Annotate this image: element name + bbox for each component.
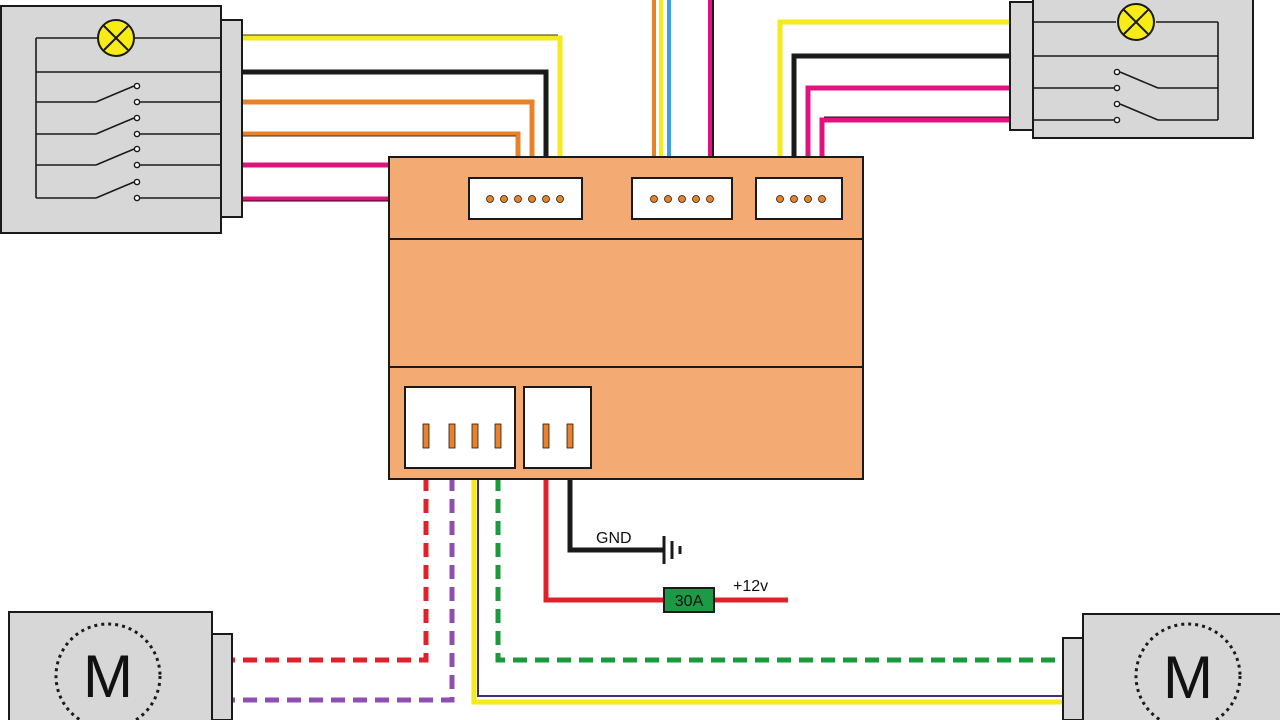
wire-black-right xyxy=(791,53,1032,198)
supply-label: +12v xyxy=(733,578,768,595)
switch-left-contacts xyxy=(133,82,141,202)
connector-top-right xyxy=(755,177,843,220)
connector-pins-bottom xyxy=(422,423,574,449)
lamp-icon xyxy=(97,19,135,57)
wire-yellow-bottom xyxy=(471,455,1064,705)
switch-right xyxy=(1009,0,1254,139)
wire-yellow-right xyxy=(777,19,1032,198)
fuse-label: 30A xyxy=(675,593,704,610)
switch-right-plug xyxy=(1009,1,1035,131)
wire-yellow-left xyxy=(222,35,563,198)
wire-black-ground xyxy=(567,450,664,553)
lamp-icon xyxy=(1117,3,1155,41)
control-module xyxy=(388,156,864,480)
connector-pins-top xyxy=(486,195,826,203)
switch-left-circuit xyxy=(35,37,220,199)
motor-right: M xyxy=(1062,613,1280,720)
wire-green-dashed xyxy=(495,455,1064,663)
connector-bottom-right xyxy=(523,386,592,469)
motor-icon xyxy=(54,622,162,720)
motor-left-plug xyxy=(210,633,233,720)
wire-red-supply xyxy=(543,450,664,603)
motor-right-label: M xyxy=(1163,644,1213,711)
fuse-icon xyxy=(663,587,715,613)
switch-left xyxy=(0,5,243,234)
switch-left-plug xyxy=(219,19,243,218)
wires-bottom xyxy=(232,450,1064,705)
ground-icon xyxy=(662,536,682,564)
switch-right-circuit xyxy=(1034,21,1219,121)
connector-top-left xyxy=(468,177,583,220)
motor-icon xyxy=(1134,622,1242,720)
ground-label: GND xyxy=(596,530,632,547)
motor-left-body xyxy=(8,611,213,720)
wire-red-dashed xyxy=(232,455,429,663)
wire-purple-bottom xyxy=(477,455,1064,697)
wire-purple-dashed xyxy=(232,455,455,703)
motor-left: M xyxy=(8,611,233,720)
motor-left-label: M xyxy=(83,643,133,710)
switch-right-contacts xyxy=(1113,68,1121,124)
motor-right-plug xyxy=(1062,637,1085,720)
motor-right-body xyxy=(1082,613,1280,720)
